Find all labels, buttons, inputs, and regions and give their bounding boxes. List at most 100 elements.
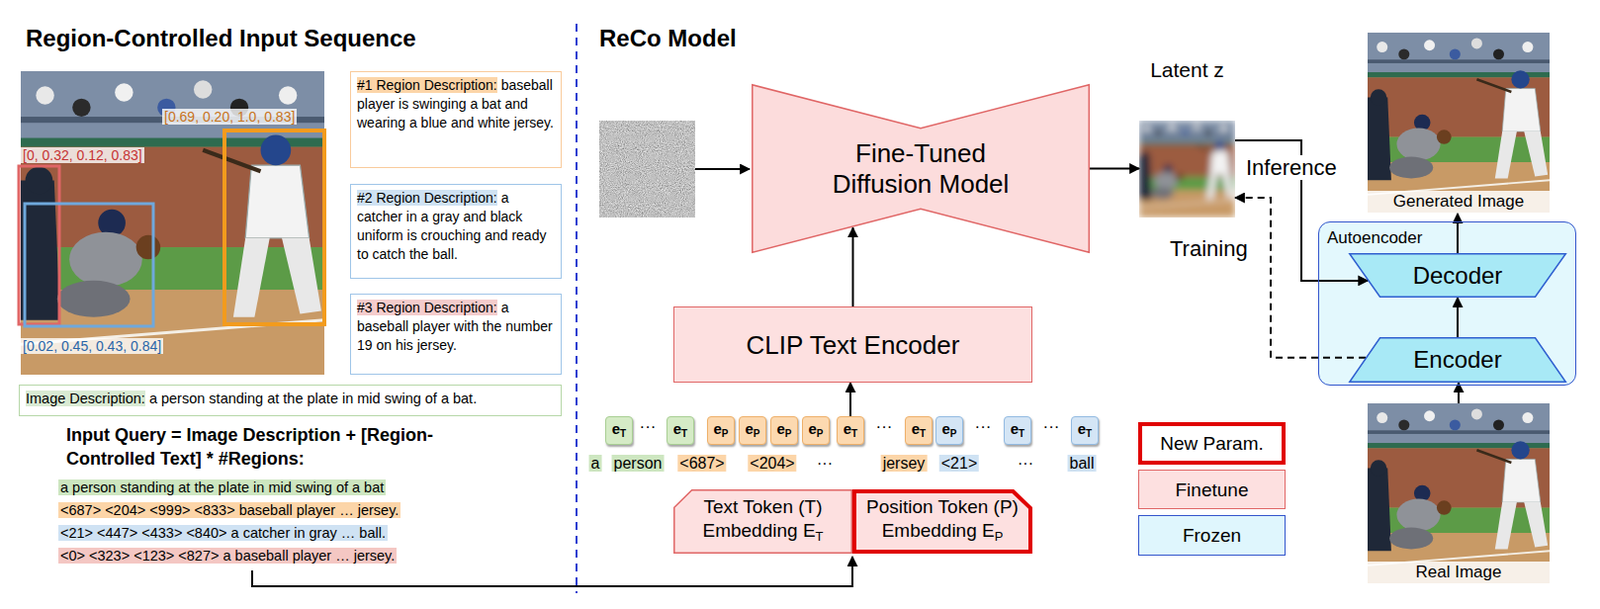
text-flow: Generated Image	[1367, 190, 1550, 213]
text-flow: Image Description:a person standing at t…	[25, 389, 555, 409]
text-flow: Latent z	[1139, 57, 1236, 84]
connector	[1235, 140, 1368, 281]
token-word: <21>	[939, 454, 979, 472]
label-box: <687>	[677, 453, 726, 474]
node-text: e	[744, 420, 753, 438]
token-chip: eT	[836, 416, 865, 445]
node-text: e	[612, 420, 621, 438]
label-box: ···	[876, 416, 893, 438]
label-box: [0, 0.32, 0.12, 0.83]	[20, 146, 145, 165]
node-text: Decoder	[1413, 262, 1504, 289]
ellipsis: ···	[1043, 417, 1061, 437]
legend-text: Frozen	[1182, 524, 1242, 547]
decoder-shape	[1349, 254, 1567, 298]
generated-image: Generated Image	[1367, 32, 1550, 213]
node-text: Image Description:	[25, 390, 146, 407]
label-box: jersey	[881, 453, 928, 474]
graphic-part	[20, 71, 325, 375]
label-box: ReCo Model	[599, 23, 737, 54]
generated-picture	[1367, 32, 1550, 213]
ellipsis: ···	[876, 417, 893, 437]
node-text: e	[807, 420, 816, 438]
label-box: ···	[1017, 453, 1034, 474]
node-text: Encoder	[1413, 346, 1502, 373]
token-word: a	[589, 454, 603, 472]
sequence-line: <0> <323> <123> <827> a baseball player …	[58, 547, 397, 564]
connector	[1456, 297, 1459, 338]
box-coordinates: [0.69, 0.20, 1.0, 0.83]	[162, 108, 297, 125]
node-text: P	[753, 428, 761, 440]
text-flow: eT	[911, 421, 926, 442]
legend-swatch: New Param.	[1138, 422, 1286, 465]
token-word: ball	[1067, 454, 1097, 472]
text-flow: eT	[1077, 421, 1092, 442]
section-title: ReCo Model	[599, 24, 737, 52]
node-text: T	[681, 428, 688, 440]
label-box: person	[612, 453, 665, 474]
text-flow: eT	[843, 421, 858, 442]
embedding-box: Text Token (T) Embedding ET	[673, 489, 853, 554]
ellipsis: ···	[975, 417, 992, 437]
section-title: Region-Controlled Input Sequence	[25, 24, 417, 52]
connector	[1089, 168, 1140, 171]
label-box: a	[589, 453, 603, 474]
real-image: Real Image	[1367, 403, 1550, 584]
text-flow: #2 Region Description:a catcher in a gra…	[356, 188, 555, 265]
node-text: P	[785, 428, 793, 440]
latent-picture	[1139, 120, 1236, 218]
legend-swatch: Finetune	[1138, 469, 1286, 510]
label-box: Inference	[1244, 154, 1339, 182]
text-encoder: CLIP Text Encoder	[673, 306, 1033, 383]
node-text: e	[712, 420, 721, 438]
text-flow: eT	[612, 421, 626, 442]
decoder: Decoder	[1348, 253, 1567, 298]
region-box: #2 Region Description:a catcher in a gra…	[350, 183, 562, 279]
latent-image: Latent z	[1139, 57, 1236, 218]
node-text: e	[673, 420, 682, 438]
graphic-part	[1139, 120, 1236, 218]
encoder-shape	[1349, 338, 1567, 383]
node-text: Real Image	[1416, 562, 1503, 582]
legend-swatch: Frozen	[1138, 515, 1286, 556]
query-heading: Input Query = Image Description + [Regio…	[66, 425, 434, 469]
node-text: e	[1077, 420, 1086, 438]
node-text: T	[1085, 428, 1092, 440]
box-coordinates: [0, 0.32, 0.12, 0.83]	[20, 147, 145, 164]
graphic-part	[224, 130, 325, 325]
node-text: Generated Image	[1393, 191, 1524, 211]
connector	[1456, 213, 1459, 254]
text-flow: Text Token (T) Embedding ET	[681, 495, 845, 549]
label-box: Input Query = Image Description + [Regio…	[66, 423, 472, 471]
node-text: Fine-Tuned Diffusion Model	[832, 138, 1010, 199]
sequence-line: a person standing at the plate in mid sw…	[58, 479, 386, 496]
text-flow: eP	[744, 421, 760, 442]
node-text: e	[843, 420, 852, 438]
text-flow: Position Token (P) Embedding EP	[861, 495, 1025, 549]
region-box: #1 Region Description:baseball player is…	[350, 71, 562, 169]
node-text: T	[851, 428, 858, 440]
text-flow: eP	[941, 421, 957, 442]
legend-text: Finetune	[1175, 478, 1249, 502]
diffusion-model: Fine-Tuned Diffusion Model	[751, 84, 1090, 254]
text-flow: Encoder	[1413, 346, 1502, 374]
node-text: e	[776, 420, 785, 438]
section-divider	[575, 23, 578, 594]
token-chip: eP	[738, 416, 767, 445]
text-flow: #3 Region Description:a baseball player …	[356, 298, 555, 356]
label-box: ···	[1043, 416, 1061, 438]
label-box: a person standing at the plate in mid sw…	[58, 478, 386, 497]
label-box: <687> <204> <999> <833> baseball player …	[58, 501, 401, 520]
token-chip: eT	[904, 416, 933, 445]
autoencoder-fill	[1318, 221, 1577, 386]
label-box: ···	[639, 416, 657, 438]
node-text: T	[919, 428, 926, 440]
token-chip: eP	[707, 416, 735, 445]
text-flow: eP	[807, 421, 823, 442]
label-box: Training	[1169, 235, 1248, 264]
ellipsis: ···	[816, 454, 833, 472]
connector	[849, 382, 852, 417]
real-picture	[1367, 403, 1550, 584]
autoencoder-group: AutoencoderDecoderEncoder	[1318, 221, 1577, 386]
label-box: <0> <323> <123> <827> a baseball player …	[58, 546, 397, 565]
